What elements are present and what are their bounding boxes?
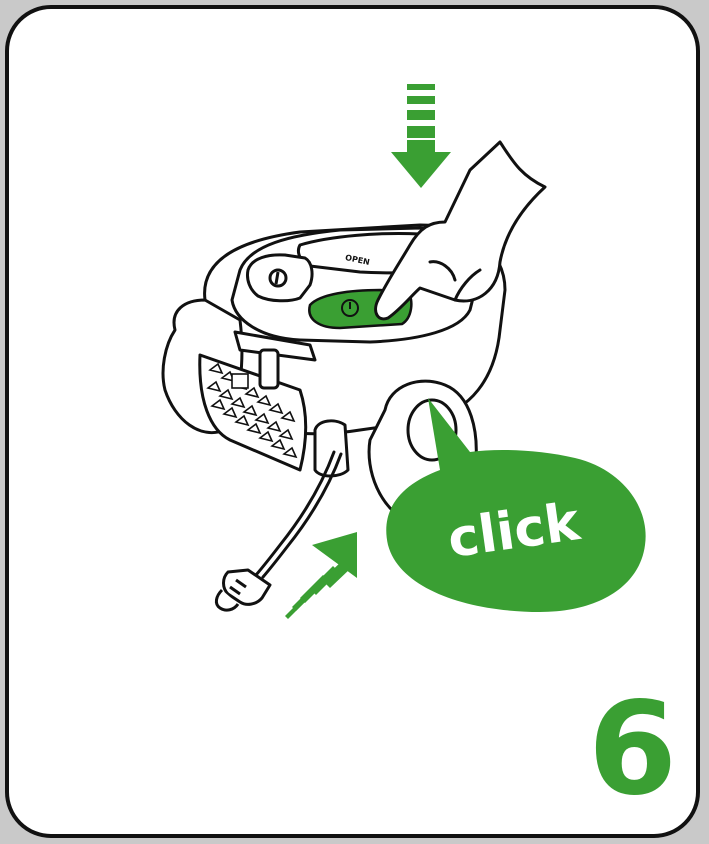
step-number: 6 (588, 686, 673, 814)
up-right-arrow-icon (285, 532, 357, 619)
down-arrow-icon (391, 84, 451, 188)
